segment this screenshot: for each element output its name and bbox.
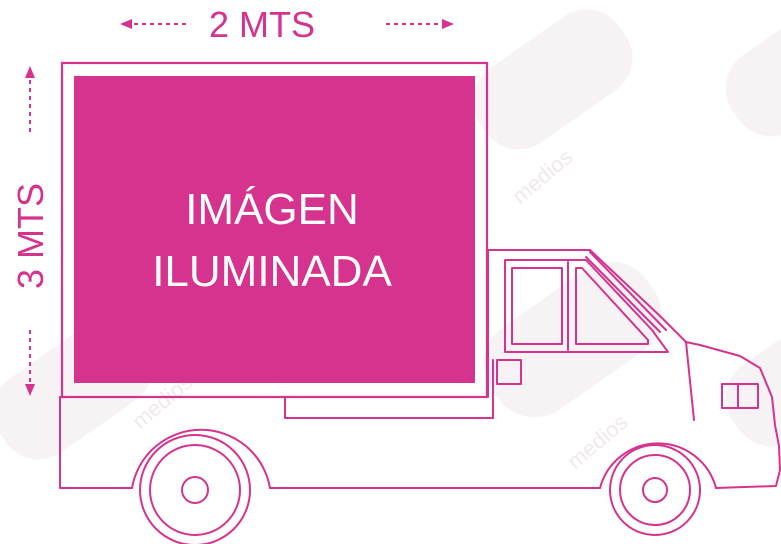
front-wheel: [609, 444, 701, 536]
width-label: 2 MTS: [209, 4, 315, 45]
panel-text-line2: ILUMINADA: [152, 247, 392, 296]
width-dimension: 2 MTS: [120, 4, 454, 45]
arrow-up-icon: [25, 66, 35, 78]
truck-outline: [59, 249, 781, 544]
panel-text-line1: IMÁGEN: [185, 185, 359, 234]
watermark-text: medios: [507, 144, 577, 209]
watermark-logo-icon: [725, 335, 781, 447]
watermark-logo-icon: [472, 9, 633, 150]
height-label: 3 MTS: [10, 183, 51, 289]
height-dimension: 3 MTS: [10, 66, 51, 396]
arrow-left-icon: [120, 19, 132, 29]
illuminated-panel: [74, 76, 475, 383]
billboard-box: IMÁGEN ILUMINADA: [60, 61, 489, 399]
watermark-logo-icon: [483, 261, 662, 418]
watermark-logo-icon: [725, 25, 781, 137]
arrow-right-icon: [442, 19, 454, 29]
arrow-down-icon: [25, 384, 35, 396]
rear-wheel: [139, 434, 251, 544]
watermark-text: medios: [562, 409, 632, 474]
